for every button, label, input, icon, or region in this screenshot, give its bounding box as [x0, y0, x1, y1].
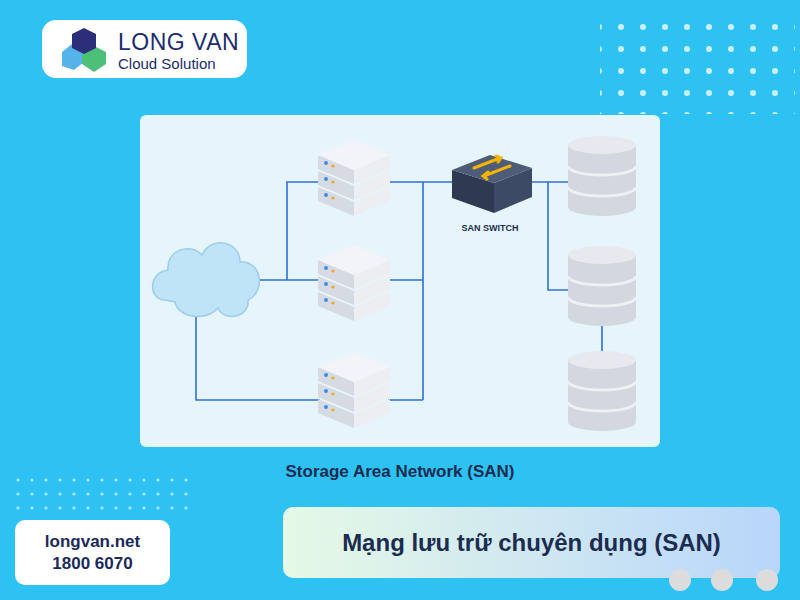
- dot-grid: [600, 14, 795, 114]
- node-text: 1800 6070: [52, 553, 132, 575]
- diagram-panel: [140, 115, 660, 447]
- server-symbol: [318, 352, 390, 428]
- database-symbol: [568, 136, 636, 216]
- cloud-symbol: [153, 243, 260, 317]
- switch-node: SAN SWITCH: [440, 150, 540, 234]
- node-text: Cloud Solution: [118, 55, 247, 73]
- contact-box: longvan.net1800 6070: [15, 520, 170, 585]
- logo-icon: [62, 28, 106, 72]
- database-symbol: [568, 246, 636, 326]
- database-symbol: [568, 351, 636, 431]
- node-text: LONG VAN: [118, 30, 247, 55]
- node-text: longvan.net: [45, 531, 140, 553]
- switch-symbol: [452, 155, 532, 213]
- dot-grid: [10, 470, 190, 520]
- page-dots: [669, 569, 778, 591]
- node-text: SAN SWITCH: [462, 223, 519, 234]
- server-symbol: [318, 245, 390, 321]
- title-banner: Mạng lưu trữ chuyên dụng (SAN): [283, 507, 780, 578]
- node-text: Mạng lưu trữ chuyên dụng (SAN): [342, 529, 721, 557]
- caption: Storage Area Network (SAN): [150, 461, 650, 483]
- server-symbol: [318, 140, 390, 216]
- logo-box: LONG VANCloud Solution: [42, 20, 247, 78]
